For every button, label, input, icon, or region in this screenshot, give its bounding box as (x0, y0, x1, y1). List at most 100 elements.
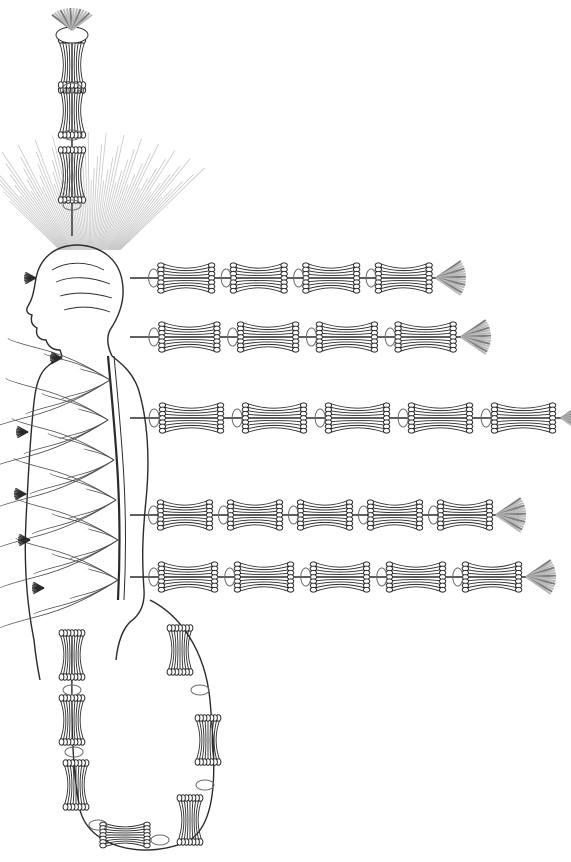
rotation-arrow-icon (151, 835, 169, 845)
spindle-strand (313, 584, 366, 588)
spindle-icon (310, 562, 370, 592)
spindle-strand (241, 347, 296, 352)
nerve-branch-icon (0, 540, 118, 589)
spindle-strand (389, 587, 442, 592)
spindle-strand (301, 517, 350, 518)
nerve-branch-icon (68, 500, 116, 519)
spindle-strand (313, 587, 366, 592)
spindle-strand (371, 500, 420, 505)
spindle-strand (389, 584, 442, 588)
spindle-strand (237, 573, 290, 574)
spindle-strand (411, 425, 469, 429)
spindle-strand (465, 587, 518, 592)
spindle-strand (319, 339, 374, 340)
bead (386, 587, 392, 592)
spindle-strand (319, 347, 374, 352)
spindle-chain-horizontal (130, 261, 466, 295)
spindle-icon (158, 562, 218, 592)
spindle-strand (245, 414, 303, 415)
spindle-strand (162, 326, 217, 330)
spindle-strand (306, 263, 357, 268)
spindle-strand (245, 403, 303, 408)
bead (491, 428, 497, 433)
bead (353, 288, 359, 293)
spindle-strand (398, 347, 453, 352)
spindle-strand (237, 562, 290, 567)
spindle-icon (462, 562, 522, 592)
spindle-icon (234, 562, 294, 592)
spindle-strand (231, 525, 280, 530)
spindle-strand (306, 285, 357, 289)
nerve-branch-icon (84, 449, 114, 460)
spindle-strand (411, 420, 469, 421)
spindle-strand (233, 280, 284, 281)
spindle-strand (411, 414, 469, 415)
bead (159, 428, 165, 433)
spindle-strand (161, 566, 214, 570)
spindle-strand (161, 579, 214, 580)
spindle-strand (441, 525, 490, 530)
fan-icon (14, 488, 26, 500)
aura-ray (90, 180, 91, 250)
spindle-strand (441, 517, 490, 518)
spindle-strand (328, 425, 386, 429)
spindle-strand (241, 344, 296, 348)
spindle-strand (301, 500, 350, 505)
spindle-strand (231, 504, 280, 508)
spindle-strand (313, 566, 366, 570)
spindle-strand (233, 274, 284, 275)
nerve-branch-icon (6, 378, 108, 420)
spindle-strand (398, 333, 453, 334)
nerve-branch-icon (14, 458, 116, 500)
bead (144, 843, 150, 848)
spindle-strand (74, 150, 75, 200)
spindle-strand (411, 428, 469, 433)
spindle-strand (237, 587, 290, 592)
spindle-strand (64, 763, 68, 807)
spindle-strand (465, 584, 518, 588)
nerve-branch-icon (34, 580, 118, 614)
aura-ray (20, 196, 64, 250)
spindle-icon (59, 630, 85, 680)
spindle-strand (301, 522, 350, 526)
bead (167, 625, 172, 631)
fan-icon (496, 498, 526, 532)
spindle-strand (245, 428, 303, 433)
spindle-strand (245, 425, 303, 429)
spindle-icon (386, 562, 446, 592)
bead (100, 843, 106, 848)
nerve-branch-icon (26, 380, 110, 414)
bead (439, 587, 445, 592)
spindle-strand (241, 333, 296, 334)
spindle-strand (378, 280, 429, 281)
nerve-branch-icon (70, 540, 118, 559)
spindle-strand (398, 326, 453, 330)
spindle-strand (328, 414, 386, 415)
bead (287, 587, 293, 592)
spindle-strand (233, 263, 284, 268)
spindle-strand (398, 322, 453, 327)
spindle-strand (378, 288, 429, 293)
bead (214, 347, 220, 352)
spindle-chain-horizontal (130, 401, 571, 435)
bead (227, 525, 233, 530)
fan-icon (16, 426, 28, 438)
spindle-icon (237, 322, 299, 352)
spindle-strand (319, 326, 374, 330)
spindle-strand (301, 525, 350, 530)
spindle-strand (306, 280, 357, 281)
spindle-strand (465, 573, 518, 574)
bead (416, 525, 422, 530)
torso-left (25, 366, 48, 680)
spindle-strand (210, 718, 211, 762)
spindle-icon (177, 795, 203, 845)
spindle-strand (162, 344, 217, 348)
spindle-strand (162, 339, 217, 340)
spindle-strand (233, 285, 284, 289)
spindle-strand (60, 633, 64, 677)
spindle-strand (319, 333, 374, 334)
bead (206, 525, 212, 530)
nerve-branch-icon (80, 369, 110, 380)
spindle-strand (494, 414, 552, 415)
spindle-strand (465, 562, 518, 567)
